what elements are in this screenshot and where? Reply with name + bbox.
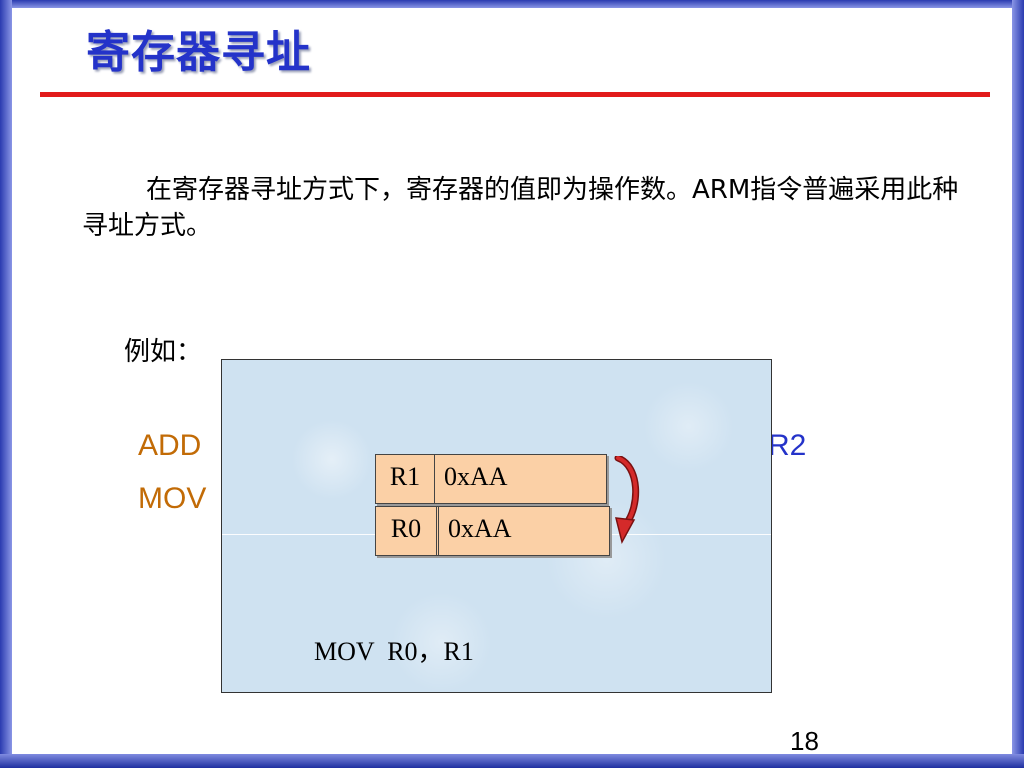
register-r1-box: R1 0xAA <box>375 454 607 504</box>
slide-frame-right <box>1012 0 1024 768</box>
register-diagram-panel: R1 0xAA R0 0xAA MOV R0，R1 <box>221 359 772 693</box>
code-add-operand-r2: R2 <box>768 429 807 462</box>
title-underline <box>40 92 990 97</box>
code-mov-instruction: MOV <box>138 482 207 515</box>
register-r1-value: 0xAA <box>444 462 508 491</box>
register-r1-name: R1 <box>376 455 435 503</box>
slide-frame-left <box>0 0 12 768</box>
body-paragraph: 在寄存器寻址方式下，寄存器的值即为操作数。ARM指令普遍采用此种寻址方式。 <box>82 175 959 241</box>
example-label: 例如： <box>124 337 203 367</box>
curved-arrow-icon <box>614 456 640 545</box>
register-r0-box: R0 0xAA <box>375 506 610 556</box>
slide-title: 寄存器寻址 <box>86 27 311 78</box>
diagram-caption: MOV R0，R1 <box>314 637 474 666</box>
register-r0-name: R0 <box>376 507 439 555</box>
page-number: 18 <box>790 726 819 756</box>
code-add-instruction: ADD <box>138 429 202 462</box>
slide-frame-top <box>0 0 1024 8</box>
register-r0-value: 0xAA <box>448 514 512 543</box>
slide-frame-bottom <box>0 754 1024 768</box>
